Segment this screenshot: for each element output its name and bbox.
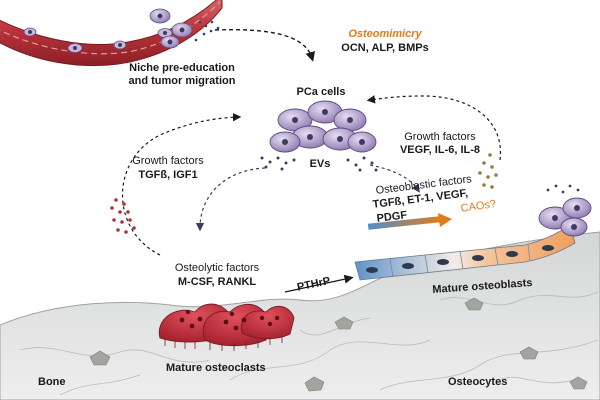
caos-transition-arrow: [367, 213, 452, 230]
mature-osteoclasts-label: Mature osteoclasts: [166, 362, 266, 374]
pca-cells-on-osteoblasts: [538, 184, 592, 237]
growth-factors-right-label: Growth factors: [404, 131, 476, 143]
growth-factor-dots-right: [478, 153, 498, 189]
niche-label-line2: and tumor migration: [128, 75, 236, 87]
osteomimicry-markers: OCN, ALP, BMPs: [341, 42, 429, 54]
osteoblast-lining: [354, 224, 576, 281]
growth-factor-dots-left: [110, 198, 136, 234]
ev-particles: [260, 156, 378, 172]
niche-migration-arrow: [214, 28, 315, 62]
growth-factors-right-list: VEGF, IL-6, IL-8: [399, 144, 481, 156]
bone-matrix: [0, 231, 600, 400]
migrating-cells: [149, 8, 220, 49]
growth-factors-left-list: TGFß, IGF1: [138, 169, 198, 181]
growth-factors-left-label: Growth factors: [132, 155, 204, 167]
evs-label: EVs: [309, 158, 331, 170]
osteolytic-factors-list: M-CSF, RANKL: [177, 276, 257, 288]
osteolytic-to-pca-arrow: [121, 113, 242, 256]
pca-to-osteoclast-arrow: [195, 167, 266, 232]
osteoblast-to-pca-arrow: [366, 95, 502, 161]
osteolytic-factors-label: Osteolytic factors: [174, 262, 260, 274]
pthrp-arrow: [284, 274, 354, 293]
osteocytes-label: Osteocytes: [448, 376, 508, 388]
bone-canaliculi: [19, 291, 599, 396]
bone-label: Bone: [38, 376, 66, 388]
osteoclast-cells: [158, 303, 295, 351]
niche-label-line1: Niche pre-education: [129, 62, 235, 74]
pca-to-osteoblast-arrow: [369, 164, 420, 193]
osteomimicry-label: Osteomimicry: [348, 28, 422, 40]
osteocyte-cells: [89, 297, 588, 392]
pca-cells-label: PCa cells: [296, 86, 346, 98]
vessel-cell-nuclei: [28, 30, 167, 50]
pca-cell-cluster: [269, 100, 377, 153]
blood-vessel: [0, 0, 223, 67]
